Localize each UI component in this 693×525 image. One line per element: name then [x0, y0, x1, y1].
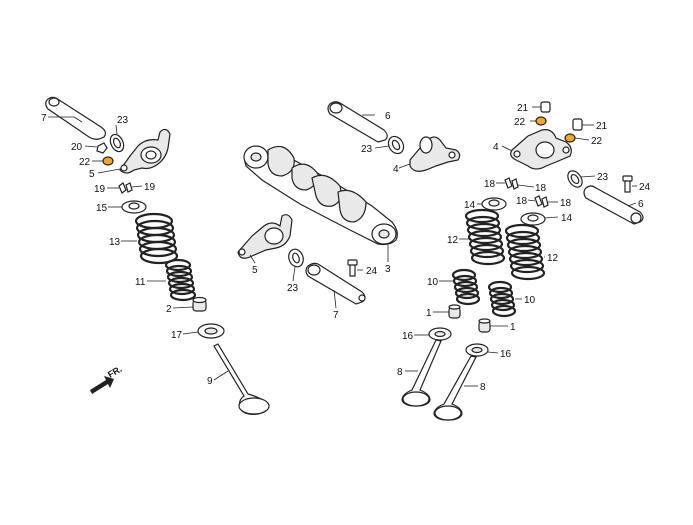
callout-24-center: 24: [366, 266, 378, 277]
callout-8-a: 8: [397, 367, 403, 378]
rocker-arm-right: [510, 129, 572, 170]
valve-cotters-left: [118, 182, 133, 194]
callout-11: 11: [135, 277, 146, 288]
rocker-arm-center: [409, 136, 461, 172]
rocker-arm-center-lower: [237, 214, 293, 259]
callout-16-a: 16: [402, 331, 414, 342]
rocker-shaft-center: [327, 101, 388, 143]
callout-2: 2: [166, 304, 172, 315]
callout-5-center: 5: [252, 265, 258, 276]
callout-8-b: 8: [480, 382, 486, 393]
lock-nut-left: [96, 142, 108, 154]
callout-numbers: 7 23 20 22 5 19 19 15 13 11 2 17 9 6 23 …: [41, 103, 651, 393]
intake-valve-right-b: [433, 355, 477, 421]
callout-1-a: 1: [426, 308, 432, 319]
camshaft: [243, 145, 398, 246]
callout-4-center: 4: [393, 164, 399, 175]
callout-21-right: 21: [596, 121, 608, 132]
callout-12-a: 12: [447, 235, 459, 246]
callout-1-b: 1: [510, 322, 516, 333]
callout-9: 9: [207, 376, 213, 387]
callout-14-b: 14: [561, 213, 573, 224]
callout-23-right: 23: [597, 172, 609, 183]
spring-seat-right-a: [428, 327, 452, 341]
valve-cotters-right-b: [534, 195, 549, 208]
adjuster-screw-right-b-highlighted: [564, 133, 576, 143]
left-assembly: FR.: [45, 96, 270, 415]
callout-12-b: 12: [547, 253, 559, 264]
callout-18-b: 18: [535, 183, 547, 194]
callout-21-top: 21: [517, 103, 529, 114]
collar-center-bottom: [288, 248, 304, 268]
callout-16-b: 16: [500, 349, 512, 360]
callout-23-center-bottom: 23: [287, 283, 299, 294]
outer-spring-right-b: [504, 223, 546, 281]
right-assembly: [401, 101, 644, 421]
inner-spring-left: [164, 258, 197, 302]
front-direction-arrow: FR.: [90, 364, 124, 394]
callout-24-right: 24: [639, 182, 651, 193]
callout-10-a: 10: [427, 277, 439, 288]
intake-valve-right-a: [401, 339, 442, 407]
inner-spring-right-b: [487, 280, 517, 318]
stem-seal-right-a: [448, 304, 461, 319]
inner-spring-right-a: [451, 268, 481, 306]
outer-spring-left: [134, 212, 179, 265]
rocker-shaft-center-lower: [305, 262, 366, 305]
outer-spring-right-a: [464, 208, 506, 266]
collar-right: [567, 170, 583, 188]
callout-23-center-top: 23: [361, 144, 373, 155]
callout-5-left: 5: [89, 169, 95, 180]
adjuster-screw-left-highlighted: [102, 156, 114, 166]
exhaust-valve-left: [213, 343, 270, 415]
callout-15: 15: [96, 203, 108, 214]
callout-4-right: 4: [493, 142, 499, 153]
callout-7-center: 7: [333, 310, 339, 321]
adjuster-nut-right-b: [572, 118, 583, 131]
callout-3: 3: [385, 264, 391, 275]
center-assembly: [237, 101, 461, 305]
callout-18-a: 18: [484, 179, 496, 190]
callout-19-b: 19: [144, 182, 156, 193]
shaft-bolt-right: [622, 175, 633, 193]
collar-center-top: [387, 135, 405, 155]
callout-18-c: 18: [516, 196, 528, 207]
leader-lines: [48, 106, 637, 387]
spring-retainer-right-b: [520, 212, 546, 226]
callout-20: 20: [71, 142, 83, 153]
stem-seal-right-b: [478, 318, 491, 333]
valve-cotters-right-a: [504, 177, 519, 190]
callout-6-center: 6: [385, 111, 391, 122]
callout-19-a: 19: [94, 184, 106, 195]
callout-13: 13: [109, 237, 121, 248]
callout-18-d: 18: [560, 198, 572, 209]
callout-10-b: 10: [524, 295, 536, 306]
shaft-bolt-center: [347, 259, 358, 277]
spring-retainer-right-a: [481, 197, 507, 211]
front-label: FR.: [106, 364, 124, 380]
callout-22-right-b: 22: [591, 136, 603, 147]
callout-23-left: 23: [117, 115, 129, 126]
callout-6-right: 6: [638, 199, 644, 210]
callout-7-left: 7: [41, 113, 47, 124]
stem-seal-left: [192, 296, 207, 312]
callout-14-a: 14: [464, 200, 476, 211]
callout-22-left: 22: [79, 157, 91, 168]
collar-left: [109, 133, 125, 153]
rocker-arm-left: [119, 128, 171, 174]
spring-retainer-left: [121, 200, 147, 214]
rocker-shaft-right: [583, 185, 644, 225]
callout-22-right-a: 22: [514, 117, 526, 128]
adjuster-screw-right-a-highlighted: [535, 116, 547, 126]
callout-17: 17: [171, 330, 183, 341]
spring-seat-right-b: [465, 343, 489, 357]
spring-seat-left: [197, 323, 225, 339]
adjuster-nut-right-top: [540, 101, 551, 113]
